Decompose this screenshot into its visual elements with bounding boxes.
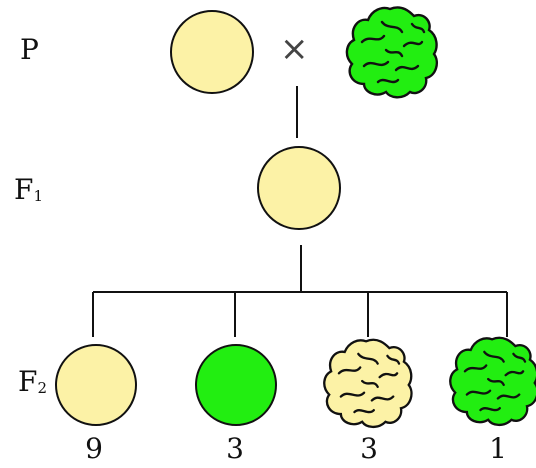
f2-yellow-round-pea [55, 344, 137, 426]
f2-green-wrinkled-pea [449, 336, 536, 427]
ratio-green-round: 3 [226, 432, 244, 465]
p-green-wrinkled-pea [345, 6, 439, 99]
ratio-green-wrinkled: 1 [489, 432, 507, 465]
generation-label-f1: F1 [14, 176, 43, 204]
f1-yellow-round-pea [257, 146, 341, 230]
generation-label-f2-letter: F [18, 365, 38, 398]
generation-label-f2: F2 [18, 368, 47, 396]
generation-label-f1-subscript: 1 [33, 187, 43, 205]
ratio-yellow-wrinkled: 3 [360, 432, 378, 465]
ratio-yellow-round: 9 [85, 432, 103, 465]
cross-symbol: × [280, 29, 309, 69]
generation-label-p-text: P [20, 33, 39, 66]
f2-green-round-pea [195, 344, 277, 426]
p-yellow-round-pea [170, 10, 254, 94]
generation-label-f1-letter: F [14, 173, 34, 206]
f2-yellow-wrinkled-pea [323, 338, 413, 429]
generation-label-p: P [20, 36, 39, 64]
generation-label-f2-subscript: 2 [37, 379, 47, 397]
